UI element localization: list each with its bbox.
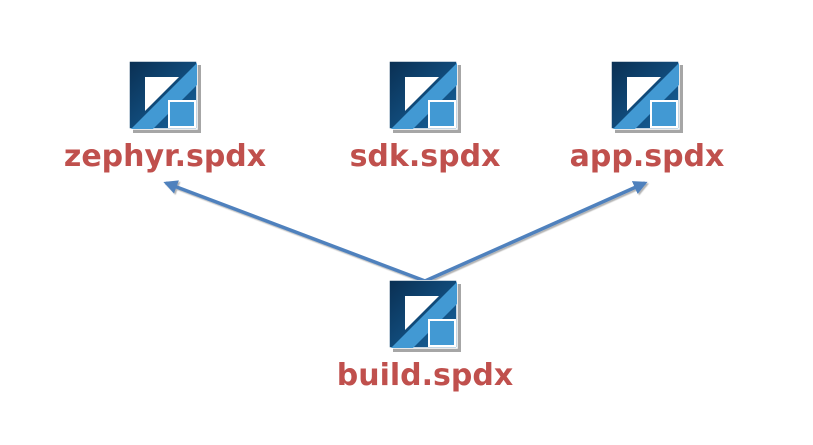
node-label: sdk.spdx: [349, 139, 501, 174]
node-app-spdx[interactable]: app.spdx: [522, 61, 772, 173]
spdx-document-icon: [611, 61, 683, 133]
spdx-document-icon: [389, 280, 461, 352]
spdx-document-icon: [129, 61, 201, 133]
node-label: build.spdx: [336, 358, 514, 393]
edge-build-to-app: [424, 181, 648, 283]
node-zephyr-spdx[interactable]: zephyr.spdx: [40, 61, 290, 173]
node-build-spdx[interactable]: build.spdx: [300, 280, 550, 392]
edge-build-to-zephyr: [163, 180, 426, 283]
node-sdk-spdx[interactable]: sdk.spdx: [300, 61, 550, 173]
node-label: app.spdx: [569, 139, 725, 174]
node-label: zephyr.spdx: [63, 139, 267, 174]
spdx-document-icon: [389, 61, 461, 133]
